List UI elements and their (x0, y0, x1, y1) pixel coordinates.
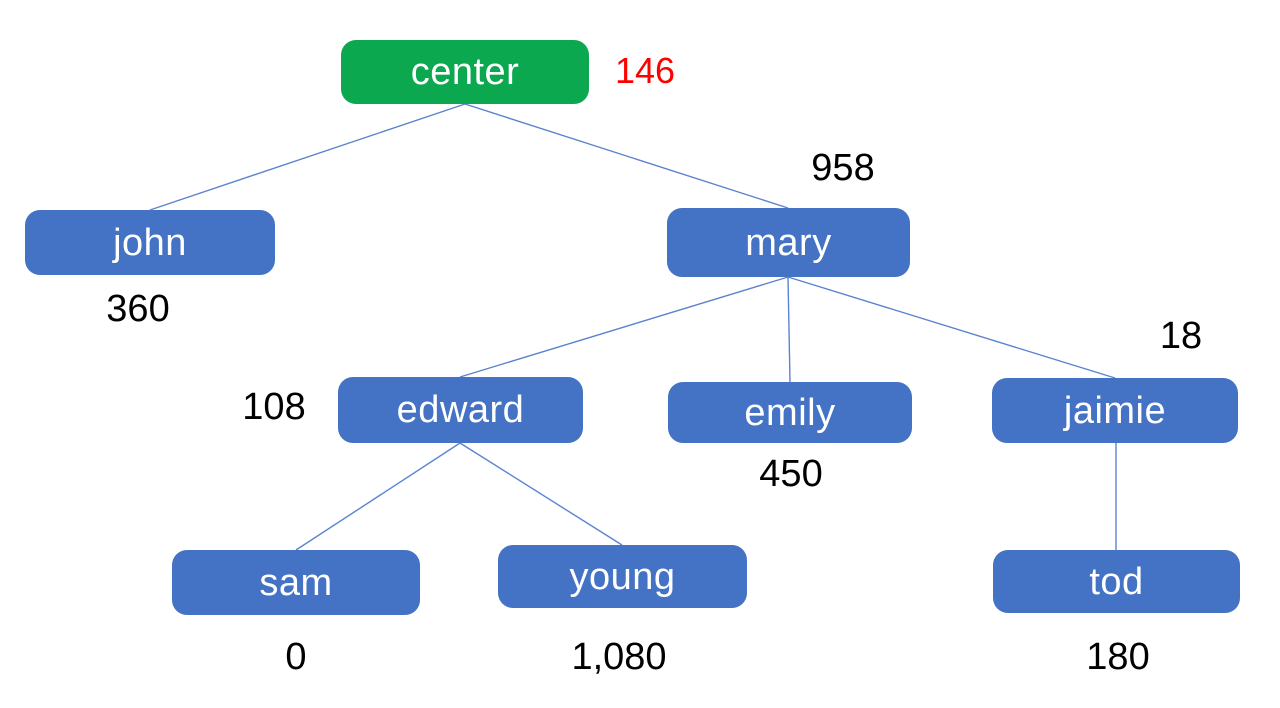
value-mary: 958 (811, 147, 875, 189)
connector-mary-jaimie (787, 276, 1116, 379)
node-emily-label: emily (744, 391, 836, 434)
value-edward: 108 (242, 386, 306, 428)
node-jaimie[interactable]: jaimie (992, 378, 1238, 443)
value-young: 1,080 (571, 636, 667, 678)
value-center: 146 (614, 50, 676, 91)
value-jaimie: 18 (1159, 315, 1203, 357)
connector-edward-young (459, 442, 623, 546)
node-emily[interactable]: emily (668, 382, 912, 443)
connector-center-mary (464, 103, 789, 209)
value-emily: 450 (759, 453, 823, 495)
node-jaimie-label: jaimie (1063, 389, 1167, 432)
node-center[interactable]: center (341, 40, 589, 104)
node-mary-label: mary (745, 221, 832, 264)
value-sam: 0 (285, 636, 307, 678)
node-young-label: young (569, 555, 676, 598)
node-sam[interactable]: sam (172, 550, 420, 615)
connector-edward-sam (295, 442, 461, 551)
connector-center-john (149, 103, 466, 211)
node-tod[interactable]: tod (993, 550, 1240, 613)
node-tod-label: tod (1089, 560, 1144, 603)
node-edward-label: edward (396, 389, 525, 431)
node-center-label: center (410, 51, 520, 93)
node-edward[interactable]: edward (338, 377, 583, 443)
connector-mary-emily (787, 276, 791, 383)
node-john[interactable]: john (25, 210, 275, 275)
connector-mary-edward (459, 276, 789, 378)
value-tod: 180 (1086, 636, 1150, 678)
node-john-label: john (113, 221, 187, 264)
node-sam-label: sam (259, 561, 333, 604)
node-mary[interactable]: mary (667, 208, 910, 277)
node-young[interactable]: young (498, 545, 747, 608)
value-john: 360 (106, 288, 170, 330)
